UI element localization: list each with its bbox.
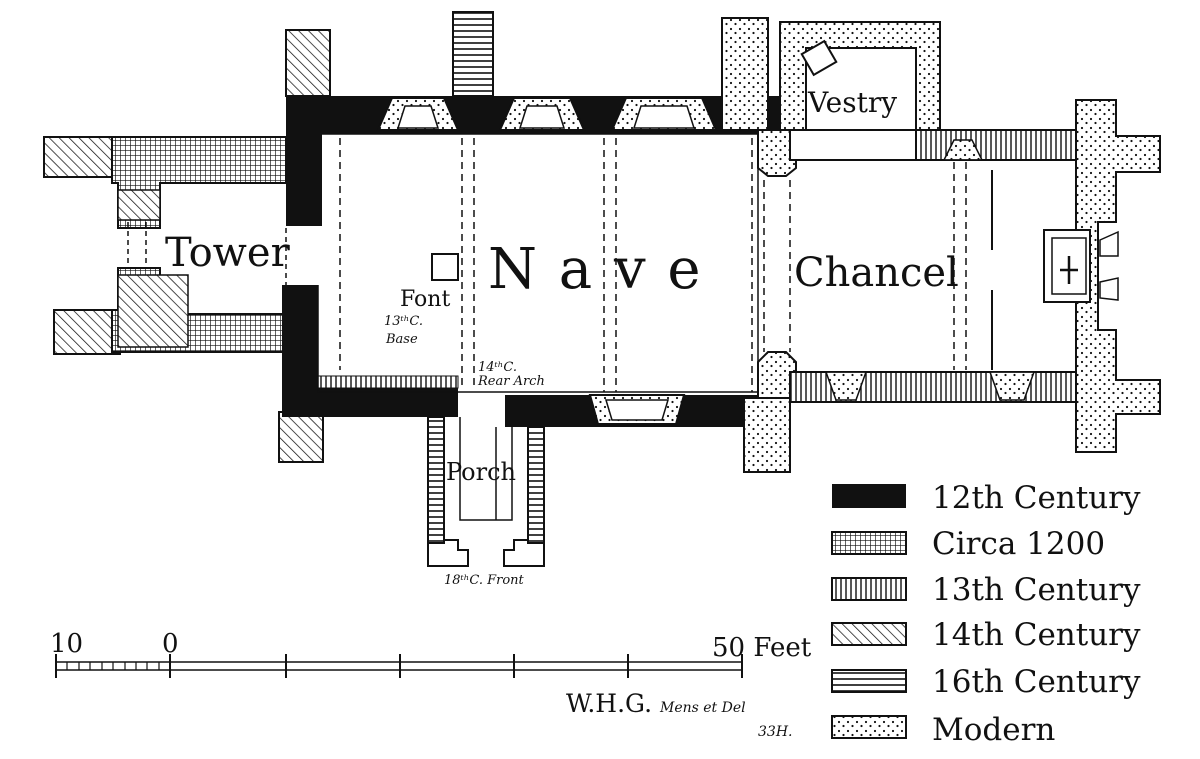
chancel-east-wall bbox=[1075, 99, 1161, 453]
vestry-label: Vestry bbox=[807, 86, 897, 119]
scale-label-10: 10 bbox=[50, 629, 83, 659]
legend-swatch-12th bbox=[832, 484, 906, 508]
vestry-west-buttress bbox=[721, 17, 769, 131]
tower-label: Tower bbox=[165, 230, 291, 276]
legend-item-12th: 12th Century bbox=[832, 480, 1141, 516]
vestry: Vestry bbox=[721, 17, 941, 473]
vestry-east-buttress bbox=[743, 397, 791, 473]
nave-south-13c-strip bbox=[317, 375, 459, 389]
font-label: Font bbox=[400, 287, 450, 312]
rear-arch-line1: 14ᵗʰC. bbox=[478, 360, 517, 375]
signature: W.H.G. Mens et Del 33H. bbox=[566, 689, 792, 740]
chancel-north-wall bbox=[789, 129, 917, 161]
altar-cross-icon bbox=[1060, 256, 1078, 284]
tower-south-diag bbox=[117, 274, 189, 348]
porch-west-wall bbox=[427, 416, 445, 544]
legend-swatch-modern bbox=[831, 715, 907, 739]
nave-south-window-embrasure bbox=[604, 399, 670, 421]
porch-front-note: 18ᵗʰC. Front bbox=[444, 573, 525, 588]
buttress-south-diag bbox=[278, 411, 324, 463]
porch-inner-lines bbox=[459, 417, 513, 521]
chancel-label: Chancel bbox=[794, 250, 959, 296]
porch-label: Porch bbox=[446, 458, 516, 486]
chancel-dashed-lines bbox=[953, 162, 967, 370]
porch: Porch 18ᵗʰC. Front bbox=[427, 416, 545, 588]
rear-arch-line2: Rear Arch bbox=[477, 374, 545, 389]
chancel-arch-dashes bbox=[763, 180, 791, 352]
legend-label-14th: 14th Century bbox=[932, 617, 1141, 653]
font-base-line2: Base bbox=[385, 332, 418, 347]
vestry-fireplace bbox=[800, 39, 838, 77]
vestry-walls bbox=[779, 21, 941, 131]
legend: 12th Century Circa 1200 13th Century 14t… bbox=[831, 480, 1141, 748]
scale-label-50-feet: 50 Feet bbox=[712, 633, 812, 663]
nave-dashed-lines bbox=[339, 138, 753, 392]
font-icon bbox=[431, 253, 459, 281]
legend-label-12th: 12th Century bbox=[932, 480, 1141, 516]
legend-swatch-14th bbox=[831, 622, 907, 646]
porch-front bbox=[427, 539, 545, 567]
nave-label: N a v e bbox=[488, 237, 703, 302]
north-16c-buttress bbox=[452, 11, 494, 97]
legend-item-13th: 13th Century bbox=[831, 572, 1141, 608]
scale-label-0: 0 bbox=[162, 629, 179, 659]
scale-major-ticks bbox=[55, 654, 743, 678]
porch-east-wall bbox=[527, 426, 545, 544]
chancel: Chancel bbox=[757, 99, 1161, 453]
nave-window-embrasures bbox=[396, 105, 696, 129]
nave-walls: Font 13ᵗʰC. Base 14ᵗʰC. Rear Arch N a v … bbox=[282, 96, 790, 427]
east-window-splays bbox=[1099, 230, 1119, 301]
chancel-north-wall-east bbox=[915, 129, 1087, 161]
legend-swatch-circa-1200 bbox=[831, 531, 907, 555]
tower-north-diag bbox=[117, 189, 161, 221]
nave-south-wall-west bbox=[282, 385, 458, 417]
legend-label-13th: 13th Century bbox=[932, 572, 1141, 608]
tower-west-opening bbox=[127, 222, 147, 268]
scale-bar: 10 0 50 Feet bbox=[50, 629, 812, 678]
signature-credit: Mens et Del bbox=[659, 700, 746, 716]
legend-swatch-16th bbox=[831, 669, 907, 693]
tower: Tower bbox=[43, 136, 291, 355]
tower-buttress-nw bbox=[43, 136, 117, 178]
legend-label-circa-1200: Circa 1200 bbox=[932, 526, 1105, 562]
legend-label-16th: 16th Century bbox=[932, 664, 1141, 700]
legend-item-16th: 16th Century bbox=[831, 664, 1141, 700]
signature-name: W.H.G. bbox=[566, 689, 652, 718]
legend-item-14th: 14th Century bbox=[831, 617, 1141, 653]
signature-number: 33H. bbox=[758, 724, 792, 740]
legend-swatch-13th bbox=[831, 577, 907, 601]
legend-label-modern: Modern bbox=[932, 712, 1055, 748]
legend-item-circa-1200: Circa 1200 bbox=[831, 526, 1105, 562]
tower-buttress-sw bbox=[53, 309, 121, 355]
scale-minor-ticks bbox=[66, 662, 160, 670]
buttress-north-diag bbox=[285, 29, 331, 97]
legend-item-modern: Modern bbox=[831, 712, 1055, 748]
font-base-line1: 13ᵗʰC. bbox=[384, 314, 423, 329]
